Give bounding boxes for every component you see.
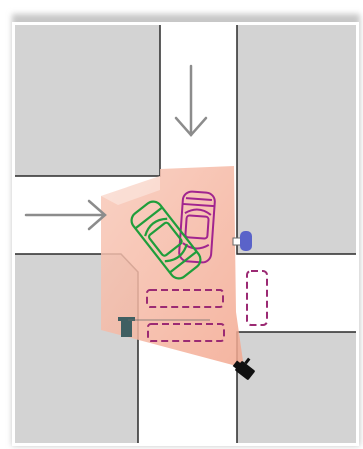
parking-spot-vertical-1	[246, 270, 268, 326]
southbound-traffic-arrow	[174, 64, 208, 137]
pole-marker-icon	[118, 317, 210, 337]
magenta-vehicle	[178, 190, 216, 264]
sensor-icon	[232, 231, 252, 251]
parking-spot-horizontal-2	[147, 323, 225, 342]
green-vehicle	[130, 200, 202, 280]
parking-spot-horizontal-1	[146, 289, 224, 308]
eastbound-traffic-arrow	[24, 199, 107, 231]
camera-icon	[232, 357, 255, 380]
